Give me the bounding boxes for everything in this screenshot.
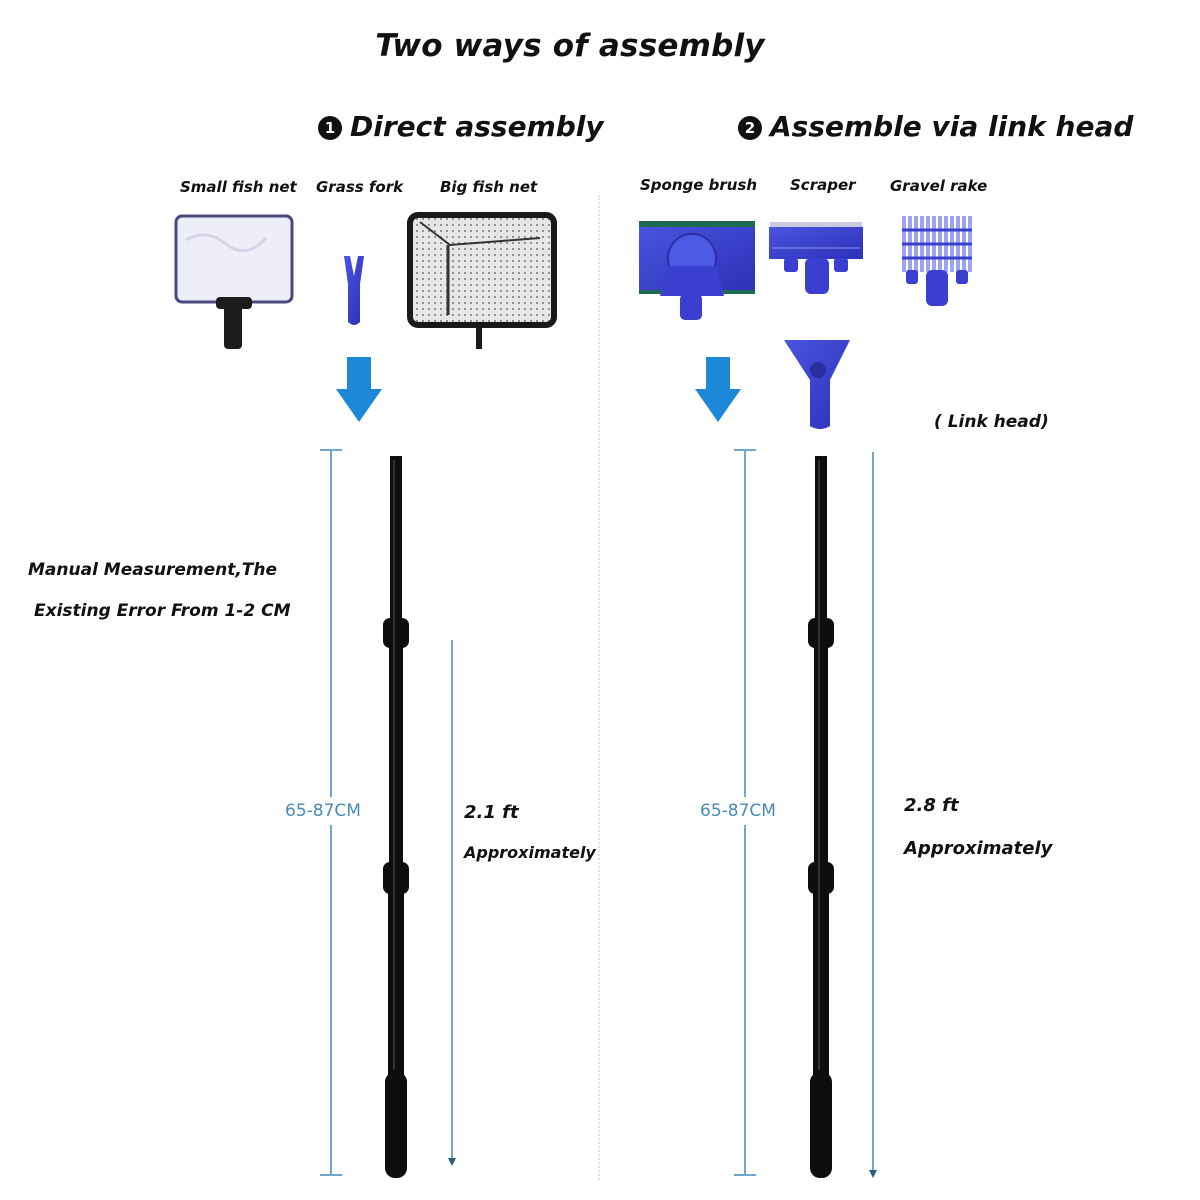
length-label-2: 2.8 ft [904, 795, 959, 816]
approximately-label-1: Approximately [464, 843, 596, 862]
link-head-icon [784, 340, 850, 429]
length-label-1: 2.1 ft [464, 802, 519, 823]
measurement-label-1: 65-87CM [285, 797, 361, 825]
page-title: Two ways of assembly [375, 28, 765, 64]
number-badge-2: 2 [738, 116, 762, 140]
approximately-label-2: Approximately [904, 838, 1053, 859]
down-arrow-icon-1 [336, 357, 382, 422]
down-arrow-icon-2 [695, 357, 741, 422]
scraper-icon [769, 222, 863, 294]
link-head-label: ( Link head) [934, 412, 1049, 432]
telescopic-pole-1 [383, 456, 409, 1178]
sponge-brush-icon [639, 221, 755, 320]
measurement-label-2: 65-87CM [700, 797, 776, 825]
tool-label-gravel-rake: Gravel rake [890, 177, 988, 195]
length-arrow-1 [448, 640, 456, 1166]
section-divider [598, 195, 600, 1180]
tool-label-sponge-brush: Sponge brush [640, 176, 758, 194]
length-arrow-2 [869, 452, 877, 1178]
telescopic-pole-2 [808, 456, 834, 1178]
tool-label-scraper: Scraper [790, 176, 856, 194]
tool-label-small-fish-net: Small fish net [180, 178, 297, 196]
grass-fork-icon [344, 256, 364, 325]
measurement-note-line-1: Manual Measurement,The [28, 560, 278, 580]
gravel-rake-icon [902, 216, 972, 306]
small-fish-net-icon [174, 214, 294, 349]
tool-label-grass-fork: Grass fork [316, 178, 404, 196]
measurement-note-line-2: Existing Error From 1-2 CM [34, 601, 291, 621]
number-badge-1: 1 [318, 116, 342, 140]
tool-label-big-fish-net: Big fish net [440, 178, 538, 196]
big-fish-net-icon [407, 212, 557, 349]
